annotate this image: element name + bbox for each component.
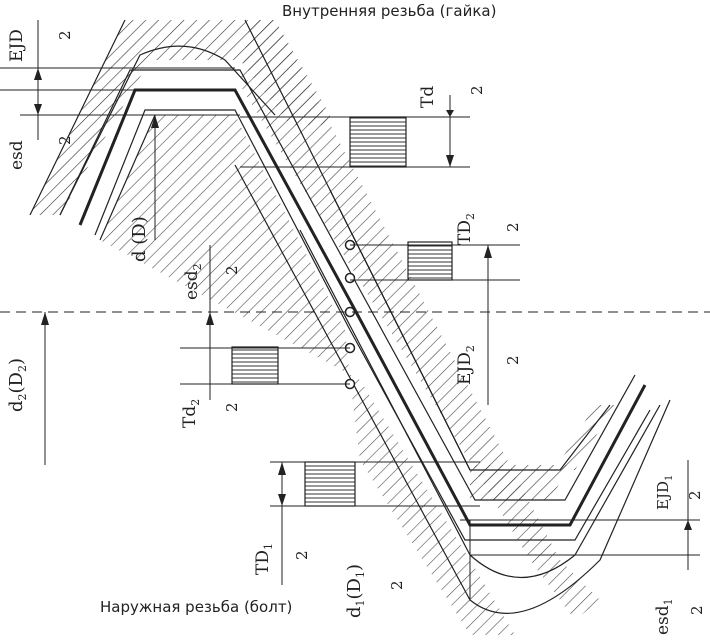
- svg-text:2: 2: [388, 580, 406, 590]
- label-d-D: d (D): [129, 216, 150, 262]
- label-Td2: Td2: [180, 399, 202, 428]
- svg-text:2: 2: [56, 30, 74, 40]
- svg-text:d (D): d (D): [129, 216, 150, 262]
- label-TD1-2: 2: [293, 550, 311, 560]
- svg-text:2: 2: [468, 85, 486, 95]
- label-EJD2-2: 2: [504, 355, 522, 365]
- label-EJD-2: 2: [56, 30, 74, 40]
- caption-nut: Внутренняя резьба (гайка): [282, 2, 496, 20]
- label-d1-D1: d1(D1): [344, 564, 367, 618]
- zone-TD2: [407, 241, 453, 281]
- bolt-profile: [100, 115, 570, 635]
- label-esd: esd: [7, 140, 27, 170]
- label-EJD: EJD: [7, 29, 27, 62]
- svg-text:2: 2: [686, 490, 704, 500]
- svg-text:2: 2: [56, 135, 74, 145]
- label-TD1: TD1: [253, 543, 275, 575]
- svg-text:EJD: EJD: [7, 29, 27, 62]
- svg-text:2: 2: [688, 605, 706, 615]
- label-esd2-2: 2: [223, 265, 241, 275]
- svg-text:TD2: TD2: [455, 213, 477, 245]
- label-TD2-2: 2: [504, 222, 522, 232]
- svg-text:2: 2: [223, 402, 241, 412]
- label-Td2-2: 2: [223, 402, 241, 412]
- label-d1-D1-2: 2: [388, 580, 406, 590]
- svg-text:esd2: esd2: [182, 263, 204, 300]
- svg-text:Td2: Td2: [180, 399, 202, 428]
- label-Td-2: 2: [468, 85, 486, 95]
- tolerance-zones: [231, 116, 453, 507]
- svg-text:2: 2: [293, 550, 311, 560]
- label-esd1-2: 2: [688, 605, 706, 615]
- svg-text:esd: esd: [7, 140, 27, 170]
- zone-td: [349, 116, 407, 168]
- svg-text:esd1: esd1: [653, 598, 675, 635]
- svg-text:d2(D2): d2(D2): [6, 358, 29, 412]
- zone-Td2: [231, 346, 279, 385]
- label-EJD2: EJD2: [455, 345, 477, 385]
- label-EJD1-2: 2: [686, 490, 704, 500]
- svg-text:2: 2: [223, 265, 241, 275]
- label-TD2: TD2: [455, 213, 477, 245]
- svg-text:2: 2: [504, 355, 522, 365]
- label-esd-2: 2: [56, 135, 74, 145]
- profile-lines: [29, 19, 671, 614]
- label-d2-D2: d2(D2): [6, 358, 29, 412]
- svg-text:2: 2: [504, 222, 522, 232]
- svg-text:EJD2: EJD2: [455, 345, 477, 385]
- label-esd2: esd2: [182, 263, 204, 300]
- svg-text:d1(D1): d1(D1): [344, 564, 367, 618]
- caption-bolt: Наружная резьба (болт): [100, 598, 292, 616]
- svg-text:Td: Td: [418, 86, 438, 108]
- svg-text:EJD1: EJD1: [654, 475, 675, 510]
- arrowheads: [34, 68, 692, 530]
- label-Td: Td: [418, 86, 438, 108]
- dimension-lines: [0, 20, 710, 600]
- zone-TD1: [304, 461, 356, 507]
- label-EJD1: EJD1: [654, 475, 675, 510]
- svg-text:TD1: TD1: [253, 543, 275, 575]
- label-esd1: esd1: [653, 598, 675, 635]
